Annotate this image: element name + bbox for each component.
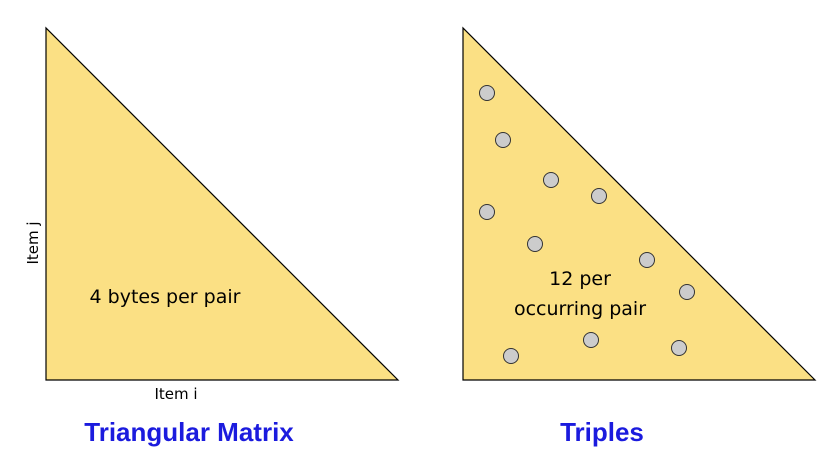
triples-panel: 12 per occurring pair Triples [462, 26, 817, 447]
occurring-pair-dot [671, 340, 687, 356]
occurring-pair-dot [639, 252, 655, 268]
occurring-pair-dot [543, 172, 559, 188]
item-i-axis-label: Item i [154, 385, 197, 403]
occurring-pair-dot [479, 85, 495, 101]
triples-caption: Triples [560, 417, 644, 447]
bytes-per-pair-text: 4 bytes per pair [90, 286, 241, 308]
triples-body-text-line1: 12 per [549, 268, 611, 290]
occurring-pair-dot [503, 348, 519, 364]
occurring-pair-dot [583, 332, 599, 348]
triangular-matrix-triangle [45, 26, 400, 381]
triangular-matrix-caption: Triangular Matrix [84, 417, 294, 447]
occurring-pair-dots [479, 85, 695, 364]
occurring-pair-dot [495, 132, 511, 148]
triples-body-text-line2: occurring pair [514, 298, 646, 320]
occurring-pair-dot [591, 188, 607, 204]
occurring-pair-dot [679, 284, 695, 300]
occurring-pair-dot [527, 236, 543, 252]
occurring-pair-dot [479, 204, 495, 220]
triples-triangle [462, 26, 817, 381]
triangular-matrix-panel: Item j Item i 4 bytes per pair Triangula… [24, 26, 400, 447]
item-j-axis-label: Item j [24, 221, 42, 264]
